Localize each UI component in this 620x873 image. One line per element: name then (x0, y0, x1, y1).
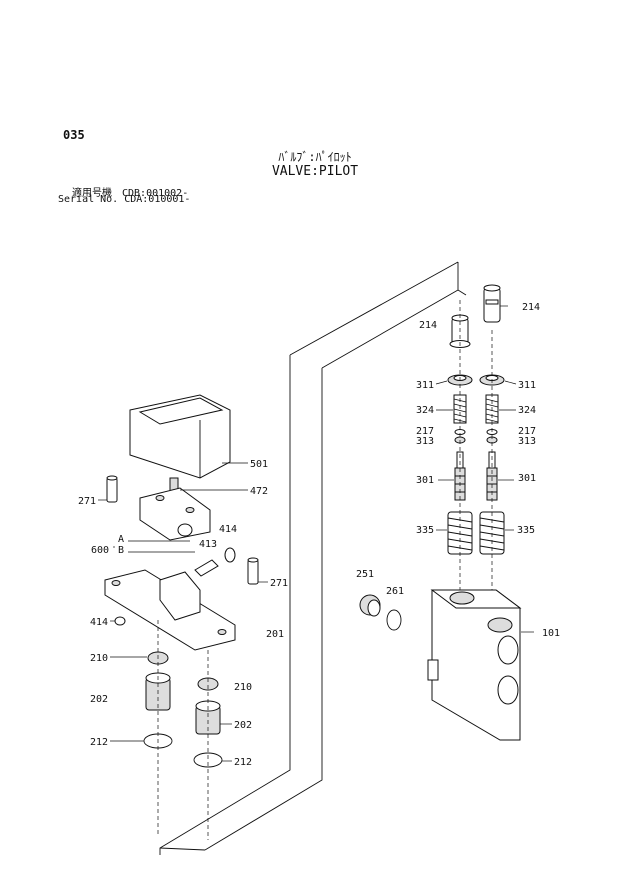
title-english: VALVE:PILOT (271, 164, 359, 179)
callout-214: 214 (522, 302, 540, 313)
callout-261: 261 (386, 586, 404, 597)
callout-324: 324 (416, 405, 434, 416)
callout-214: 214 (419, 320, 437, 331)
callout-335: 335 (416, 525, 434, 536)
part-callouts: 214 214 311 311 324 324 217 217 313 313 … (78, 302, 560, 768)
screw-271-left (106, 475, 118, 503)
plate-201 (104, 569, 236, 651)
cover-501 (129, 394, 231, 479)
pin-413 (194, 559, 219, 577)
o-ring-212 (143, 733, 223, 768)
callout-210: 210 (234, 682, 252, 693)
callout-101: 101 (542, 628, 560, 639)
leader-lines (98, 305, 534, 762)
applicability-japanese: 適用号機 CDB:001002- (72, 188, 189, 199)
callout-301: 301 (518, 473, 536, 484)
callout-324: 324 (518, 405, 536, 416)
callout-212: 212 (234, 757, 252, 768)
callout-311: 311 (518, 380, 536, 391)
callout-202: 202 (90, 694, 108, 705)
callout-B: B (118, 545, 124, 556)
callout-413: 413 (199, 539, 217, 550)
callout-271: 271 (78, 496, 96, 507)
callout-414: 414 (90, 617, 108, 628)
title-japanese: ﾊﾞﾙﾌﾞ:ﾊﾟｲﾛｯﾄ (278, 150, 352, 164)
callout-217: 217 (518, 426, 536, 437)
o-ring-261 (386, 609, 402, 631)
callout-251: 251 (356, 569, 374, 580)
screw-271-right (247, 557, 259, 585)
lever-block-600 (139, 487, 211, 541)
callout-335: 335 (517, 525, 535, 536)
page-number: 035 (63, 128, 85, 142)
callout-313: 313 (416, 436, 434, 447)
callout-271: 271 (270, 578, 288, 589)
callout-600: 600 (91, 545, 109, 556)
callout-212: 212 (90, 737, 108, 748)
callout-313: 313 (518, 436, 536, 447)
housing-frame-outline (159, 261, 467, 855)
callout-210: 210 (90, 653, 108, 664)
plug-251 (359, 594, 381, 617)
callout-217: 217 (416, 426, 434, 437)
applicability-serial: Serial No. CDA:010001- (58, 194, 191, 205)
callout-311: 311 (416, 380, 434, 391)
callout-A: A (118, 534, 124, 545)
callout-501: 501 (250, 459, 268, 470)
valve-body-101 (427, 589, 522, 741)
callout-202: 202 (234, 720, 252, 731)
callout-301: 301 (416, 475, 434, 486)
callout-201: 201 (266, 629, 284, 640)
callout-414: 414 (219, 524, 237, 535)
plug-214-right (483, 284, 501, 323)
callout-472: 472 (250, 486, 268, 497)
